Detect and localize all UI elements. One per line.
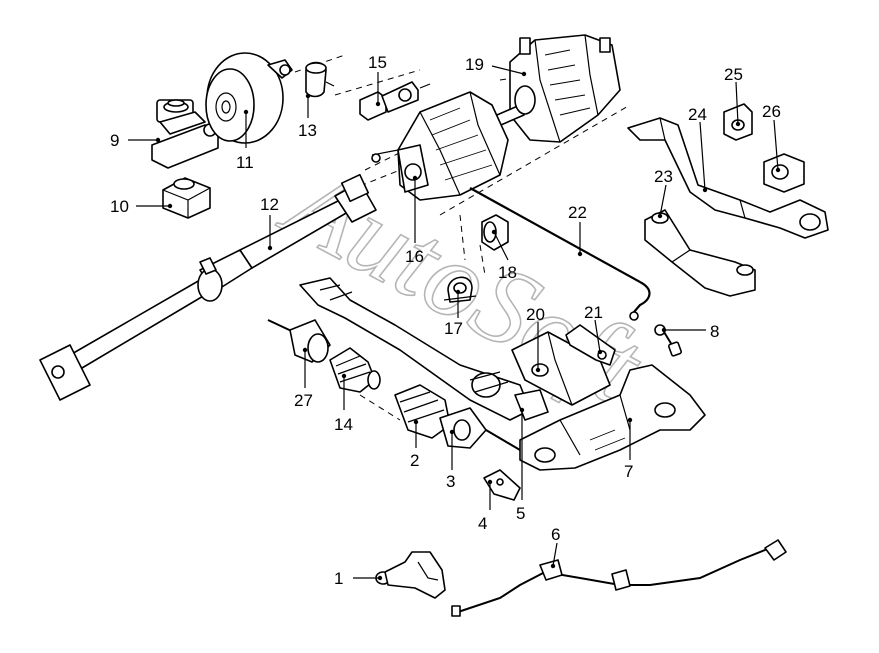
part-8-bolt[interactable] [654, 324, 682, 357]
part-15-actuator[interactable] [359, 81, 431, 121]
callout-15[interactable]: 15 [368, 53, 387, 72]
part-1-bracket[interactable] [375, 551, 446, 599]
callout-21[interactable]: 21 [584, 303, 603, 322]
callout-16[interactable]: 16 [405, 247, 424, 266]
part-11-brake-booster[interactable] [205, 52, 293, 144]
callout-7[interactable]: 7 [624, 462, 633, 481]
callout-25[interactable]: 25 [724, 65, 743, 84]
callout-20[interactable]: 20 [526, 305, 545, 324]
part-16-gearbox-housing[interactable] [371, 91, 509, 201]
callout-9[interactable]: 9 [110, 131, 119, 150]
part-2-boot[interactable] [394, 384, 451, 439]
callout-24[interactable]: 24 [688, 105, 707, 124]
callout-6[interactable]: 6 [551, 525, 560, 544]
part-9-master-cylinder[interactable] [151, 99, 219, 169]
part-5-drive-shaft[interactable] [299, 277, 549, 421]
leader-dots [155, 71, 781, 581]
part-23-crossmember[interactable] [644, 209, 756, 297]
part-12-propeller-shaft[interactable] [39, 173, 377, 401]
part-7-subframe[interactable] [519, 364, 706, 471]
part-27-cv-joint[interactable] [267, 319, 331, 363]
callout-4[interactable]: 4 [478, 514, 487, 533]
callout-3[interactable]: 3 [446, 472, 455, 491]
part-19-transfer-case[interactable] [489, 34, 621, 143]
part-4-bracket[interactable] [483, 469, 521, 501]
callout-10[interactable]: 10 [110, 197, 129, 216]
callout-2[interactable]: 2 [410, 451, 419, 470]
callout-8[interactable]: 8 [710, 322, 719, 341]
part-10-mount-block[interactable] [162, 177, 211, 219]
part-24-suspension-arm[interactable] [627, 117, 829, 239]
part-17-clamp[interactable] [443, 276, 477, 303]
callout-11[interactable]: 11 [236, 153, 254, 172]
callout-13[interactable]: 13 [298, 121, 317, 140]
part-22-stabilizer-rod[interactable] [469, 187, 651, 321]
callout-27[interactable]: 27 [294, 391, 313, 410]
leader-lines [128, 65, 779, 579]
part-13-check-valve[interactable] [305, 61, 335, 98]
callout-1[interactable]: 1 [334, 569, 343, 588]
callout-labels: 1 2 3 4 5 6 7 8 9 10 11 12 13 14 15 16 1… [110, 53, 781, 588]
callout-19[interactable]: 19 [465, 55, 484, 74]
callout-26[interactable]: 26 [762, 102, 781, 121]
part-26-bushing-block[interactable] [763, 153, 805, 193]
callout-22[interactable]: 22 [568, 203, 587, 222]
callout-23[interactable]: 23 [654, 167, 673, 186]
callout-12[interactable]: 12 [260, 195, 279, 214]
callout-14[interactable]: 14 [334, 415, 353, 434]
callout-17[interactable]: 17 [444, 319, 463, 338]
callout-18[interactable]: 18 [498, 263, 517, 282]
callout-5[interactable]: 5 [516, 504, 525, 523]
part-6-cable[interactable] [451, 539, 787, 617]
part-14-cv-boot[interactable] [329, 347, 381, 393]
